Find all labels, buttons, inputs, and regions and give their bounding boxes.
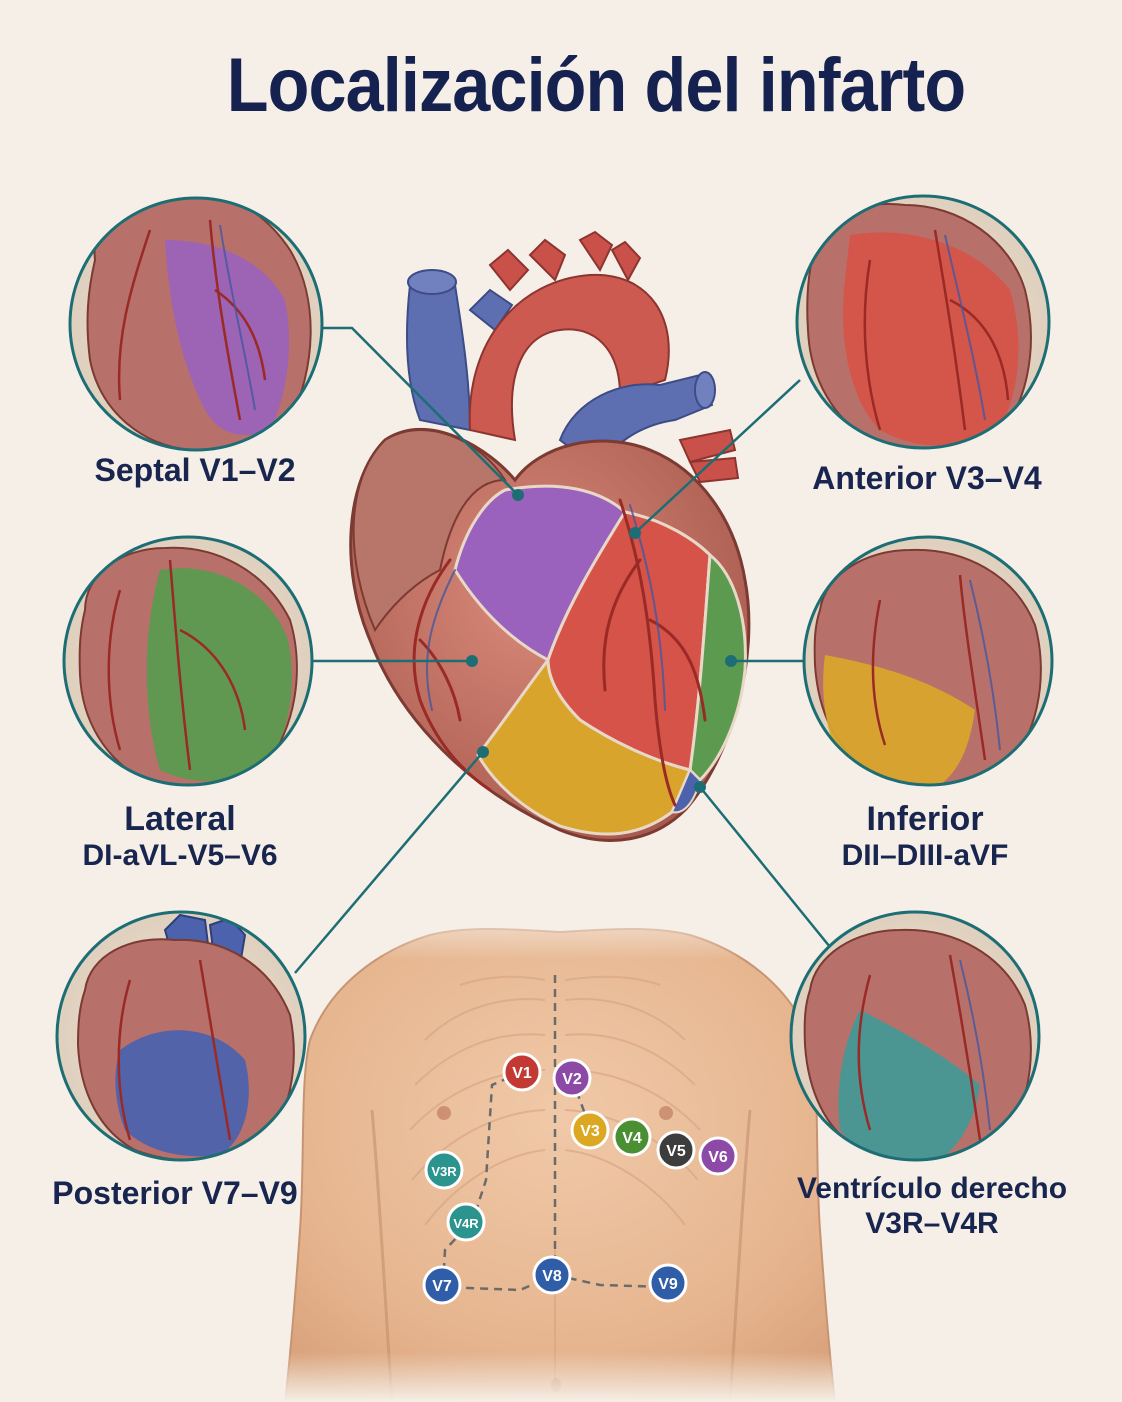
electrode-v5-dot (656, 1130, 696, 1170)
circle-posterior (55, 910, 307, 1162)
label-right-ventricle-name: Ventrículo derecho (796, 1172, 1068, 1205)
electrode-v3-label: V3 (580, 1123, 600, 1140)
electrode-v1-label: V1 (512, 1065, 532, 1082)
electrode-v2-label: V2 (562, 1071, 582, 1088)
electrode-v4-dot (612, 1117, 652, 1157)
electrode-v5-label: V5 (666, 1143, 686, 1160)
label-lateral-name: Lateral (124, 800, 236, 838)
circle-right-ventricle (789, 910, 1041, 1162)
electrode-v4r: V4R (446, 1202, 486, 1242)
electrode-v8: V8 (532, 1255, 572, 1295)
label-anterior-text: Anterior V3–V4 (812, 460, 1042, 496)
label-septal: Septal V1–V2 (40, 452, 350, 489)
electrode-v3r-dot (424, 1150, 464, 1190)
label-posterior-text: Posterior V7–V9 (52, 1175, 298, 1211)
electrode-v4-label: V4 (622, 1130, 642, 1147)
electrode-v3-dot (570, 1110, 610, 1150)
electrode-v6-label: V6 (708, 1149, 728, 1166)
electrode-v1-dot (502, 1052, 542, 1092)
electrode-v2-dot (552, 1058, 592, 1098)
electrode-v4r-label: V4R (453, 1216, 479, 1231)
label-right-ventricle-leads: V3R–V4R (865, 1206, 999, 1240)
connector-dots (466, 489, 737, 793)
circle-lateral (62, 535, 314, 787)
electrode-v6: V6 (698, 1136, 738, 1176)
label-posterior: Posterior V7–V9 (20, 1175, 330, 1212)
electrode-v5: V5 (656, 1130, 696, 1170)
label-lateral-leads: DI-aVL-V5–V6 (82, 839, 278, 873)
label-septal-text: Septal V1–V2 (94, 452, 296, 488)
electrode-v7-label: V7 (432, 1278, 452, 1295)
electrode-v3r: V3R (424, 1150, 464, 1190)
electrode-v9-label: V9 (658, 1276, 678, 1293)
label-inferior-name: Inferior (866, 800, 984, 838)
electrode-v3: V3 (570, 1110, 610, 1150)
electrode-v7-dot (422, 1265, 462, 1305)
electrode-v2: V2 (552, 1058, 592, 1098)
electrode-v6-dot (698, 1136, 738, 1176)
circle-anterior (795, 194, 1051, 450)
electrode-v7: V7 (422, 1265, 462, 1305)
page-title: Localización del infarto (226, 43, 966, 128)
label-right-ventricle: Ventrículo derecho V3R–V4R (782, 1172, 1082, 1241)
circle-inferior (802, 535, 1054, 787)
region-lateral-fill (688, 552, 747, 783)
electrode-v9-dot (648, 1263, 688, 1303)
label-inferior-leads: DII–DIII-aVF (841, 839, 1009, 873)
electrode-v8-label: V8 (542, 1268, 562, 1285)
circle-septal (68, 196, 324, 452)
region-inferior-fill (476, 655, 693, 836)
label-anterior: Anterior V3–V4 (772, 460, 1082, 497)
electrode-v1: V1 (502, 1052, 542, 1092)
label-lateral: Lateral DI-aVL-V5–V6 (30, 800, 330, 874)
electrode-v4: V4 (612, 1117, 652, 1157)
torso (280, 900, 840, 1402)
electrode-v4r-dot (446, 1202, 486, 1242)
electrode-v8-dot (532, 1255, 572, 1295)
central-heart (349, 230, 751, 842)
electrode-v3r-label: V3R (431, 1164, 457, 1179)
connector-lines (294, 326, 831, 974)
electrode-v9: V9 (648, 1263, 688, 1303)
label-inferior: Inferior DII–DIII-aVF (770, 800, 1080, 874)
